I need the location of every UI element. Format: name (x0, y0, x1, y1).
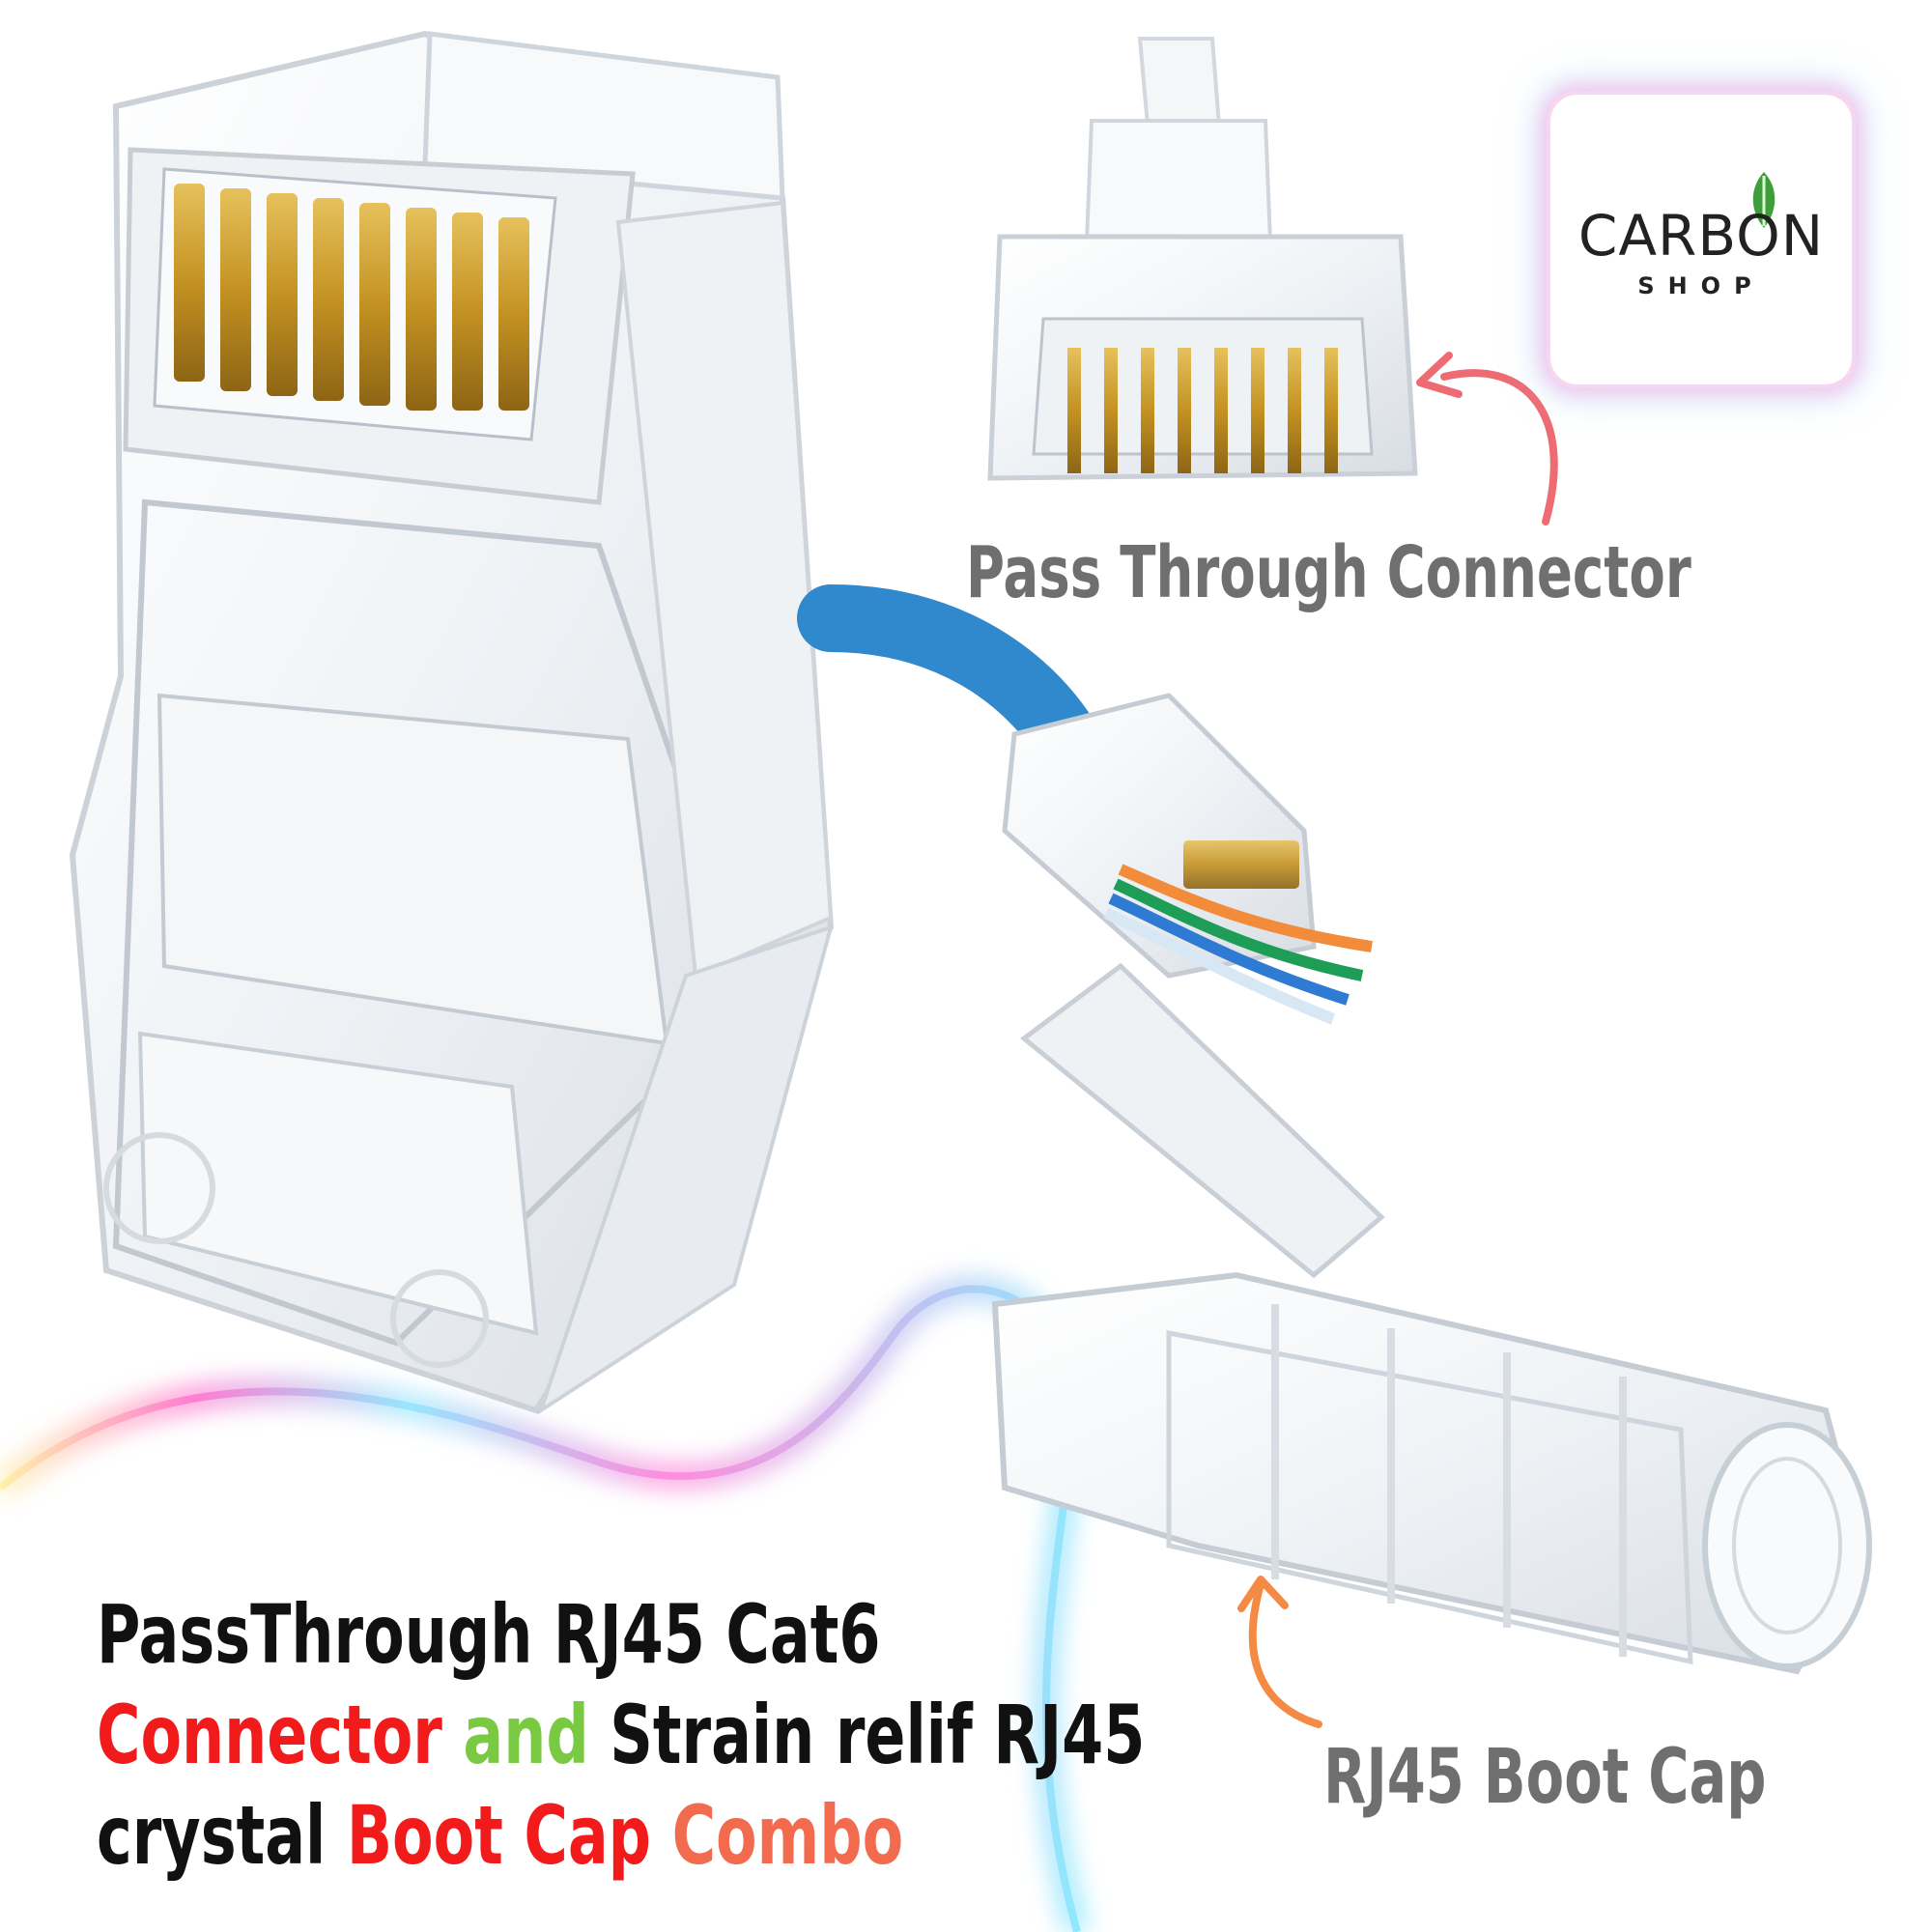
rainbow-wave-decoration (0, 1275, 1091, 1932)
boot-cap-arrow (1237, 1576, 1322, 1728)
caption-line-2: Connector and Strain relif RJ45 (97, 1685, 1145, 1785)
logo-subtitle: SHOP (1637, 272, 1765, 299)
boot-cap-image (991, 962, 1872, 1675)
carbon-shop-logo: CARBON SHOP (1550, 95, 1852, 384)
caption-line-3: crystal Boot Cap Combo (97, 1785, 903, 1886)
caption-line-1: PassThrough RJ45 Cat6 (97, 1587, 881, 1682)
caption-combo-word: Combo (671, 1788, 904, 1883)
leaf-icon (1752, 172, 1776, 228)
boot-cap-label: RJ45 Boot Cap (1323, 1734, 1767, 1821)
caption-connector-word: Connector (97, 1688, 442, 1782)
pass-through-connector-image (987, 37, 1418, 481)
large-rj45-connector-image (69, 30, 835, 1415)
caption-boot-cap-words: Boot Cap (346, 1788, 652, 1883)
caption-strain-text: Strain relif RJ45 (610, 1688, 1146, 1782)
blue-cable-with-connector-image (797, 584, 1373, 1025)
gold-contact-pins (174, 184, 529, 411)
pass-through-label: Pass Through Connector (966, 531, 1691, 614)
small-gold-pins (1067, 348, 1338, 473)
product-caption: PassThrough RJ45 Cat6 Connector and Stra… (97, 1584, 1145, 1886)
caption-crystal-word: crystal (97, 1788, 327, 1883)
caption-and-word: and (463, 1688, 589, 1782)
pass-through-arrow (1416, 352, 1558, 526)
logo-word: CARBON (1577, 203, 1825, 269)
